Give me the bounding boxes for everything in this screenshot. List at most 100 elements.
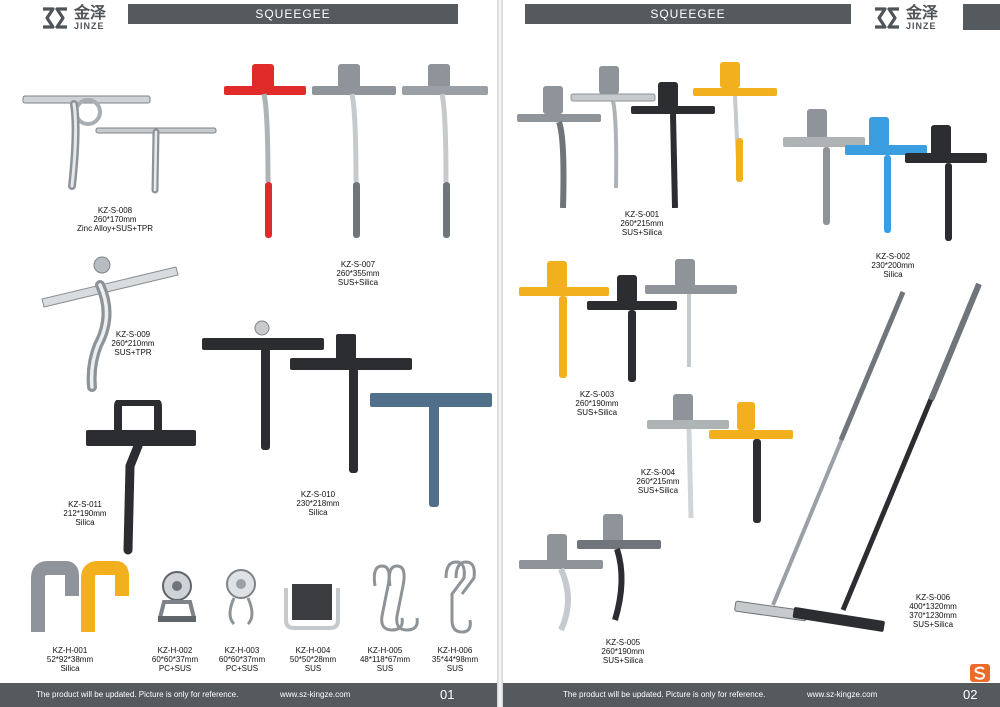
product-material: SUS+Silica: [621, 228, 663, 237]
product-code: KZ-H-006: [437, 646, 473, 655]
product-caption-kz-s-007: KZ-S-007 260*355mm SUS+Silica: [336, 260, 379, 287]
product-image-kz-s-003: [517, 255, 742, 385]
product-caption-kz-h-004: KZ-H-004 50*50*28mm SUS: [290, 646, 336, 673]
product-image-kz-s-011: [82, 400, 200, 558]
product-caption-kz-h-003: KZ-H-003 60*60*37mm PC+SUS: [219, 646, 265, 673]
product-image-kz-s-008: [20, 90, 220, 195]
product-material: Zinc Alloy+SUS+TPR: [76, 224, 154, 233]
product-material: Silica: [308, 508, 328, 517]
product-code: KZ-S-006: [915, 593, 951, 602]
brand-name-en: JINZE: [74, 20, 105, 31]
product-code: KZ-S-001: [624, 210, 660, 219]
product-material: Silica: [60, 664, 80, 673]
section-title: SQUEEGEE: [255, 7, 331, 21]
product-material: SUS+Silica: [602, 656, 644, 665]
product-size: 35*44*98mm: [431, 655, 479, 664]
product-size: 260*215mm: [620, 219, 664, 228]
page-number: 01: [440, 687, 455, 702]
product-caption-kz-h-001: KZ-H-001 52*92*38mm Silica: [47, 646, 93, 673]
product-caption-kz-h-006: KZ-H-006 35*44*98mm SUS: [432, 646, 478, 673]
product-code: KZ-H-001: [52, 646, 88, 655]
brand-name-cn: 金泽: [74, 4, 107, 22]
brand-logo: 金泽 JINZE: [872, 5, 938, 31]
product-size: 52*92*38mm: [46, 655, 94, 664]
product-code: KZ-S-008: [97, 206, 133, 215]
product-material: SUS: [446, 664, 464, 673]
corner-tab: [963, 4, 1000, 30]
product-caption-kz-s-010: KZ-S-010 230*218mm Silica: [296, 490, 339, 517]
product-code: KZ-S-005: [605, 638, 641, 647]
product-material: SUS: [376, 664, 394, 673]
product-image-kz-s-010: [200, 318, 495, 513]
product-image-kz-s-007: [220, 62, 495, 247]
product-caption-kz-s-003: KZ-S-003 260*190mm SUS+Silica: [575, 390, 618, 417]
footer-website-link[interactable]: www.sz-kingze.com: [807, 690, 878, 699]
jinze-logo-icon: [43, 7, 67, 29]
product-image-kz-s-005: [517, 510, 667, 635]
product-size: 260*210mm: [111, 339, 155, 348]
product-material: SUS+Silica: [576, 408, 618, 417]
product-size: 260*170mm: [93, 215, 137, 224]
product-size: 50*50*28mm: [289, 655, 337, 664]
product-size-alt: 370*1230mm: [909, 611, 957, 620]
product-caption-kz-h-002: KZ-H-002 60*60*37mm PC+SUS: [152, 646, 198, 673]
book-spine: [497, 0, 503, 707]
footer-notice: The product will be updated. Picture is …: [563, 690, 766, 699]
corner-s-icon: [970, 664, 990, 687]
page-footer-right: The product will be updated. Picture is …: [503, 683, 1000, 707]
product-caption-kz-s-008: KZ-S-008 260*170mm Zinc Alloy+SUS+TPR: [77, 206, 153, 233]
product-size: 400*1320mm: [909, 602, 957, 611]
product-material: SUS+Silica: [337, 278, 379, 287]
product-caption-kz-s-006: KZ-S-006 400*1320mm 370*1230mm SUS+Silic…: [909, 593, 957, 629]
product-code: KZ-H-004: [295, 646, 331, 655]
product-code: KZ-S-009: [115, 330, 151, 339]
product-material: Silica: [75, 518, 95, 527]
product-image-kz-s-009: [38, 255, 183, 395]
product-code: KZ-S-004: [640, 468, 676, 477]
footer-notice: The product will be updated. Picture is …: [36, 690, 239, 699]
product-image-kz-s-002: [781, 105, 989, 245]
product-caption-kz-s-009: KZ-S-009 260*210mm SUS+TPR: [111, 330, 154, 357]
product-code: KZ-S-002: [875, 252, 911, 261]
product-size: 230*218mm: [296, 499, 340, 508]
section-title: SQUEEGEE: [650, 7, 726, 21]
product-size: 60*60*37mm: [151, 655, 199, 664]
footer-website-link[interactable]: www.sz-kingze.com: [280, 690, 351, 699]
product-material: PC+SUS: [225, 664, 259, 673]
product-code: KZ-H-005: [367, 646, 403, 655]
product-code: KZ-S-007: [340, 260, 376, 269]
product-caption-kz-s-001: KZ-S-001 260*215mm SUS+Silica: [620, 210, 663, 237]
jinze-logo-icon: [875, 7, 899, 29]
product-material: SUS+Silica: [912, 620, 954, 629]
product-code: KZ-S-011: [68, 500, 102, 509]
product-size: 60*60*37mm: [218, 655, 266, 664]
product-size: 260*355mm: [336, 269, 380, 278]
product-material: PC+SUS: [158, 664, 192, 673]
brand-logo: 金泽 JINZE: [40, 5, 106, 31]
section-title-bar: SQUEEGEE: [128, 4, 458, 24]
product-code: KZ-H-002: [157, 646, 193, 655]
product-caption-kz-s-005: KZ-S-005 260*190mm SUS+Silica: [601, 638, 644, 665]
product-material: SUS+Silica: [637, 486, 679, 495]
product-caption-kz-s-002: KZ-S-002 230*200mm Silica: [871, 252, 914, 279]
product-size: 260*190mm: [601, 647, 645, 656]
product-size: 48*118*67mm: [359, 655, 411, 664]
product-size: 260*190mm: [575, 399, 619, 408]
product-size: 230*200mm: [871, 261, 915, 270]
product-material: Silica: [883, 270, 903, 279]
product-caption-kz-h-005: KZ-H-005 48*118*67mm SUS: [360, 646, 410, 673]
catalog-page-right: SQUEEGEE 金泽 JINZE: [503, 0, 1000, 707]
product-caption-kz-s-011: KZ-S-011 212*190mm Silica: [63, 500, 106, 527]
product-image-kz-s-004: [643, 390, 803, 525]
product-code: KZ-S-010: [300, 490, 336, 499]
product-material: SUS+TPR: [114, 348, 152, 357]
brand-name-en: JINZE: [906, 20, 937, 31]
product-size: 260*215mm: [636, 477, 680, 486]
product-code: KZ-S-003: [579, 390, 615, 399]
product-material: SUS: [304, 664, 322, 673]
product-caption-kz-s-004: KZ-S-004 260*215mm SUS+Silica: [636, 468, 679, 495]
catalog-page-left: 金泽 JINZE SQUEEGEE KZ-S-008 260*170mm Zin…: [0, 0, 497, 707]
product-code: KZ-H-003: [224, 646, 260, 655]
page-footer-left: The product will be updated. Picture is …: [0, 683, 497, 707]
